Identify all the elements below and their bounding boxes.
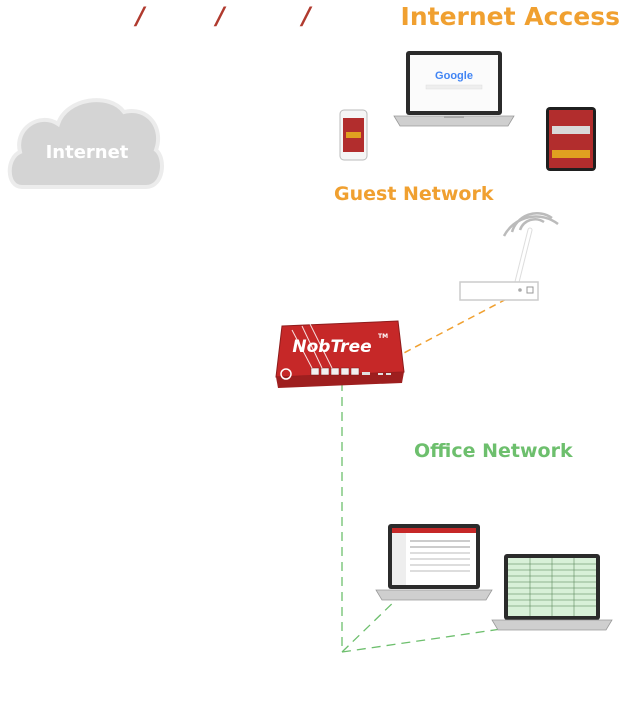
internet-cloud-icon	[7, 98, 164, 189]
office-laptop-2-icon	[491, 554, 613, 631]
guest-laptop-icon: Google	[393, 51, 515, 127]
office-laptop-1-icon	[375, 524, 493, 601]
router-power-icon	[280, 368, 292, 380]
header-slash-2: /	[216, 2, 225, 30]
router-device: NobTree TM	[275, 320, 405, 388]
tablet-icon	[546, 107, 596, 171]
router-brand-text: NobTree	[292, 337, 371, 357]
page-title: Internet Access	[400, 2, 620, 31]
router-trademark-text: TM	[378, 333, 388, 340]
office-connection-lines	[341, 382, 516, 653]
office-network-label: Office Network	[414, 440, 573, 462]
guest-network-label: Guest Network	[334, 183, 494, 205]
cloud-label: Internet	[45, 142, 129, 163]
router-ports	[310, 367, 360, 376]
header-slash-1: /	[136, 2, 145, 30]
search-logo-text: Google	[435, 70, 473, 82]
access-point-icon	[459, 211, 559, 301]
smartphone-icon	[339, 109, 368, 161]
header-slash-3: /	[302, 2, 311, 30]
